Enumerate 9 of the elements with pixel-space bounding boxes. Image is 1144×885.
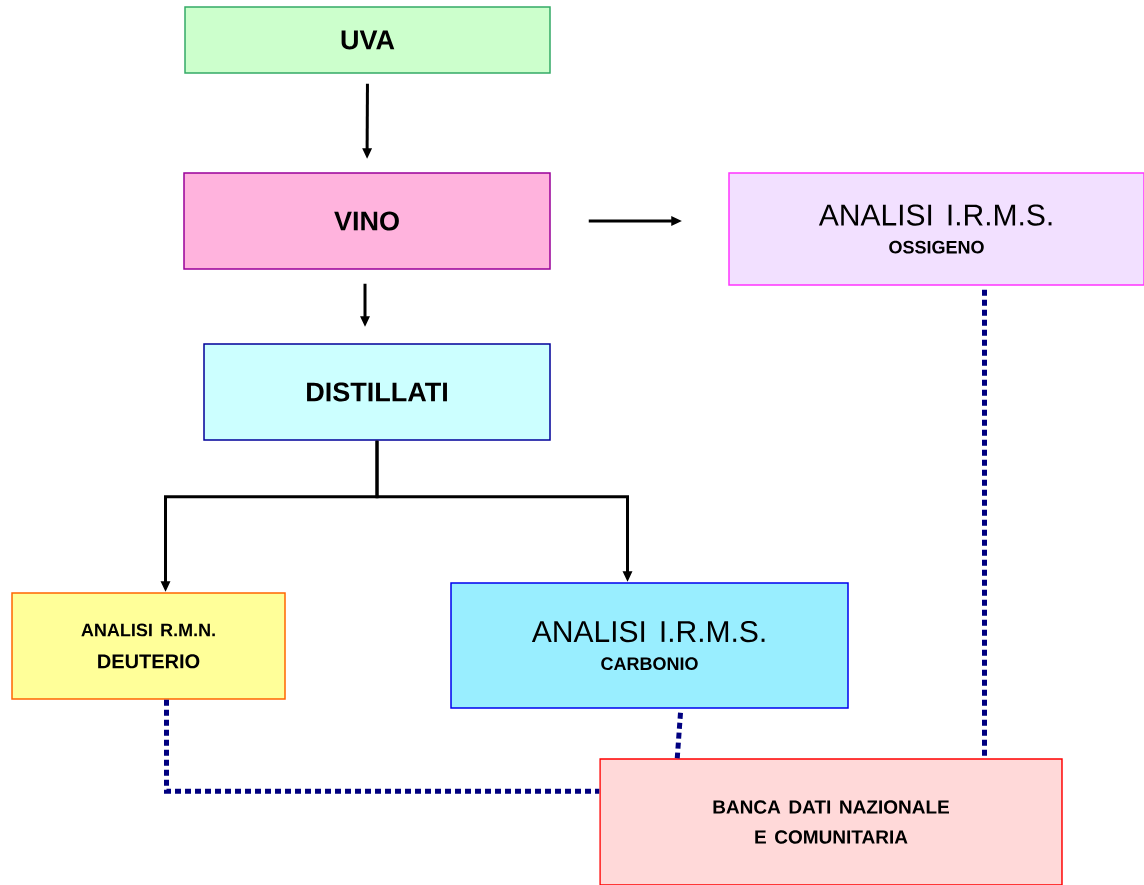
box: ANALISI I.R.M.S. OSSIGENO [728,172,1144,286]
connector [164,699,600,794]
box: UVA [184,6,551,74]
box: VINO [183,172,551,270]
box: BANCA DATI NAZIONALE E COMUNITARIA [599,758,1063,885]
box: ANALISI R.M.N. DEUTERIO [11,592,286,700]
box: DISTILLATI [203,343,551,441]
connector [674,712,683,759]
box: ANALISI I.R.M.S. CARBONIO [450,582,849,709]
